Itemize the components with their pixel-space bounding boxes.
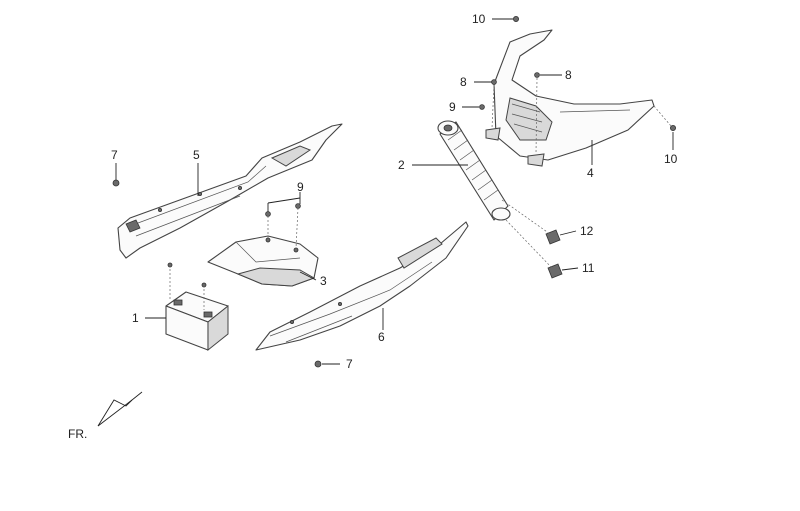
callout-5: 5 xyxy=(193,148,200,162)
part-1-battery xyxy=(165,291,229,352)
callout-9-panel: 9 xyxy=(297,180,304,194)
callout-1: 1 xyxy=(132,311,139,325)
callout-8-left: 8 xyxy=(460,75,467,89)
callout-10-right: 10 xyxy=(664,152,678,166)
callout-3: 3 xyxy=(320,274,327,288)
front-direction-arrow xyxy=(97,391,143,427)
callout-7-left: 7 xyxy=(111,148,118,162)
callout-9-cowl: 9 xyxy=(449,100,456,114)
part-5-left-frame-cover xyxy=(117,123,343,259)
callout-2: 2 xyxy=(398,158,405,172)
callout-6: 6 xyxy=(378,330,385,344)
part-2-shock-absorber xyxy=(437,120,511,221)
callout-12: 12 xyxy=(580,224,594,238)
front-label: FR. xyxy=(68,427,87,441)
part-4-rear-cowl xyxy=(485,29,655,167)
callout-labels: 1 2 3 4 5 6 7 7 8 8 9 9 10 10 11 12 FR. xyxy=(68,12,678,441)
leader-lines xyxy=(115,18,674,365)
callout-4: 4 xyxy=(587,166,594,180)
part-3-inner-panel xyxy=(207,235,319,287)
callout-8-right: 8 xyxy=(565,68,572,82)
callout-11: 11 xyxy=(582,261,595,275)
callout-10-top: 10 xyxy=(472,12,486,26)
callout-7-bottom: 7 xyxy=(346,357,353,371)
part-6-side-cover xyxy=(255,221,469,351)
